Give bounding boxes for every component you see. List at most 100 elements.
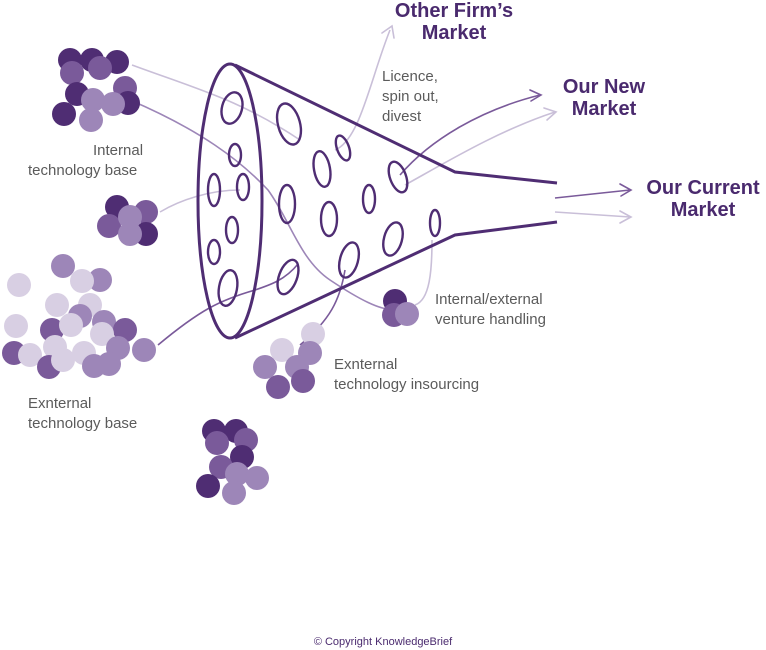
arrow-head-new-light [543, 107, 558, 121]
technology-cluster-insourcing [253, 322, 325, 399]
technology-dot [266, 375, 290, 399]
technology-cluster-bottom [196, 419, 269, 505]
market-title-other-firm: Other Firm’s Market [384, 0, 524, 44]
market-title-line: Our Current [646, 177, 760, 199]
technology-dot [70, 269, 94, 293]
technology-dot [81, 88, 105, 112]
funnel-hole [227, 142, 243, 168]
label-line: spin out, [382, 88, 439, 105]
funnel-hole [337, 241, 361, 279]
market-title-current: Our Current Market [640, 177, 766, 221]
funnel-hole [428, 208, 442, 238]
funnel-holes [206, 91, 442, 307]
funnel-hole [206, 238, 222, 266]
technology-dot [4, 314, 28, 338]
funnel-hole [275, 102, 303, 146]
label-line: Exnternal [334, 356, 398, 373]
funnel-mouth [196, 62, 264, 340]
label-internal-technology-base: Internal technology base [28, 141, 158, 181]
funnel-hole [334, 134, 352, 162]
market-title-line: Our New [562, 76, 646, 98]
technology-dot [18, 343, 42, 367]
market-title-line: Market [571, 98, 637, 120]
label-line: venture handling [435, 311, 546, 328]
flow-line-current-light [554, 211, 631, 218]
technology-dot [45, 293, 69, 317]
technology-dot [60, 61, 84, 85]
funnel-hole [224, 215, 240, 245]
copyright-notice: © Copyright KnowledgeBrief [313, 636, 453, 648]
technology-dot [97, 214, 121, 238]
funnel [196, 62, 558, 340]
flow-line-internal-2 [129, 99, 396, 311]
flow-line-internal-3 [159, 189, 241, 213]
technology-cluster-internal [52, 48, 140, 132]
funnel-hole [277, 183, 297, 225]
technology-dot [52, 102, 76, 126]
technology-dot [113, 318, 137, 342]
funnel-hole [276, 258, 300, 296]
technology-dot [205, 431, 229, 455]
flow-line-new-market-light [404, 111, 556, 186]
funnel-top-edge [234, 63, 558, 185]
label-licence-spin-out-divest: Licence, spin out, divest [382, 67, 462, 127]
flow-line-current-dark [554, 189, 631, 199]
technology-dot [291, 369, 315, 393]
technology-dot [118, 205, 142, 229]
label-line: divest [382, 108, 422, 125]
label-line: technology insourcing [334, 376, 480, 393]
market-title-new: Our New Market [548, 76, 660, 120]
flow-line-new-market-dark [399, 94, 541, 176]
label-line: Licence, [382, 68, 438, 85]
funnel-hole [361, 183, 377, 215]
flow-line-venture-out [414, 239, 433, 306]
technology-dot [7, 273, 31, 297]
label-line: technology base [28, 162, 138, 179]
technology-dot [301, 322, 325, 346]
technology-dot [59, 313, 83, 337]
funnel-hole [235, 172, 251, 202]
arrow-head-licence [381, 24, 395, 39]
technology-dot [253, 355, 277, 379]
funnel-hole [206, 172, 222, 208]
technology-cluster-middle [97, 195, 158, 246]
arrow-head-new-dark [529, 89, 543, 102]
funnel-hole [217, 269, 239, 307]
technology-dot [88, 56, 112, 80]
label-external-technology-base: Exnternal technology base [28, 394, 168, 434]
label-line: technology base [28, 415, 138, 432]
flow-line-licence [334, 29, 391, 151]
technology-dot [132, 338, 156, 362]
flow-lines [129, 29, 631, 346]
market-title-line: Market [421, 22, 487, 44]
label-line: Exnternal [28, 395, 92, 412]
technology-dot [51, 254, 75, 278]
technology-dot [118, 222, 142, 246]
label-line: Internal [93, 142, 144, 159]
funnel-hole [387, 160, 409, 194]
technology-dot [51, 348, 75, 372]
label-venture-handling: Internal/external venture handling [435, 290, 575, 330]
technology-dot [90, 322, 114, 346]
technology-dot [88, 268, 112, 292]
label-line: Internal/external [435, 291, 543, 308]
market-title-line: Market [670, 199, 736, 221]
funnel-hole [382, 221, 404, 257]
funnel-hole [220, 91, 244, 125]
arrow-head-current-light [619, 210, 633, 224]
arrow-head-current-dark [619, 183, 633, 197]
technology-dot [97, 352, 121, 376]
technology-dot [101, 92, 125, 116]
label-technology-insourcing: Exnternal technology insourcing [334, 355, 504, 395]
funnel-hole [319, 200, 339, 238]
arrow-heads [381, 24, 633, 224]
technology-dot [225, 462, 249, 486]
technology-dot [270, 338, 294, 362]
technology-cluster-venture [382, 289, 419, 327]
technology-cluster-external [2, 254, 156, 379]
flow-line-external-base [157, 263, 299, 346]
funnel-bottom-edge [234, 220, 558, 340]
technology-dot [196, 474, 220, 498]
market-title-line: Other Firm’s [394, 0, 514, 22]
